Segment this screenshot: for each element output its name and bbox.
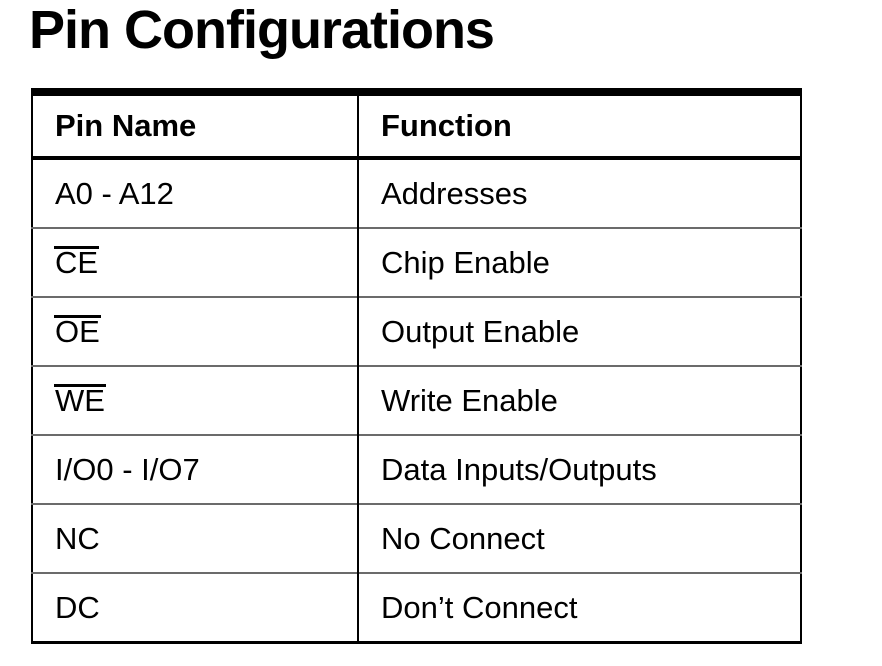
function-cell: Data Inputs/Outputs [358, 434, 801, 504]
pin-name-cell: DC [32, 572, 359, 643]
pin-name: WE [54, 382, 106, 418]
pin-name-cell: WE [32, 365, 359, 435]
table-row: DC Don’t Connect [32, 572, 801, 643]
header-row: Pin Name Function [32, 92, 801, 160]
pin-name: I/O0 - I/O7 [55, 451, 200, 487]
pin-name: NC [55, 520, 100, 556]
pin-name-cell: CE [32, 227, 359, 297]
table-row: NC No Connect [32, 503, 801, 573]
table-row: CE Chip Enable [32, 227, 801, 297]
function-cell: Output Enable [358, 296, 801, 366]
pin-name-cell: I/O0 - I/O7 [32, 434, 359, 504]
table-body: A0 - A12 Addresses CE Chip Enable OE Out… [32, 158, 801, 643]
pin-name: DC [55, 589, 100, 625]
pin-configurations-table: Pin Name Function A0 - A12 Addresses CE … [31, 88, 802, 644]
table-row: WE Write Enable [32, 365, 801, 435]
table-header: Pin Name Function [32, 92, 801, 160]
function-cell: Chip Enable [358, 227, 801, 297]
pin-name-cell: NC [32, 503, 359, 573]
pin-name: A0 - A12 [55, 175, 174, 211]
column-header-function: Function [358, 92, 801, 160]
pin-name: OE [54, 313, 101, 349]
function-cell: Don’t Connect [358, 572, 801, 643]
column-header-pin-name: Pin Name [32, 92, 359, 160]
table-row: A0 - A12 Addresses [32, 158, 801, 228]
function-cell: No Connect [358, 503, 801, 573]
pin-name-cell: OE [32, 296, 359, 366]
pin-name: CE [53, 244, 100, 280]
table-row: OE Output Enable [32, 296, 801, 366]
table-row: I/O0 - I/O7 Data Inputs/Outputs [32, 434, 801, 504]
page-title: Pin Configurations [29, 0, 495, 60]
function-cell: Write Enable [358, 365, 801, 435]
function-cell: Addresses [381, 175, 528, 211]
pin-name-cell: A0 - A12 [32, 158, 359, 228]
